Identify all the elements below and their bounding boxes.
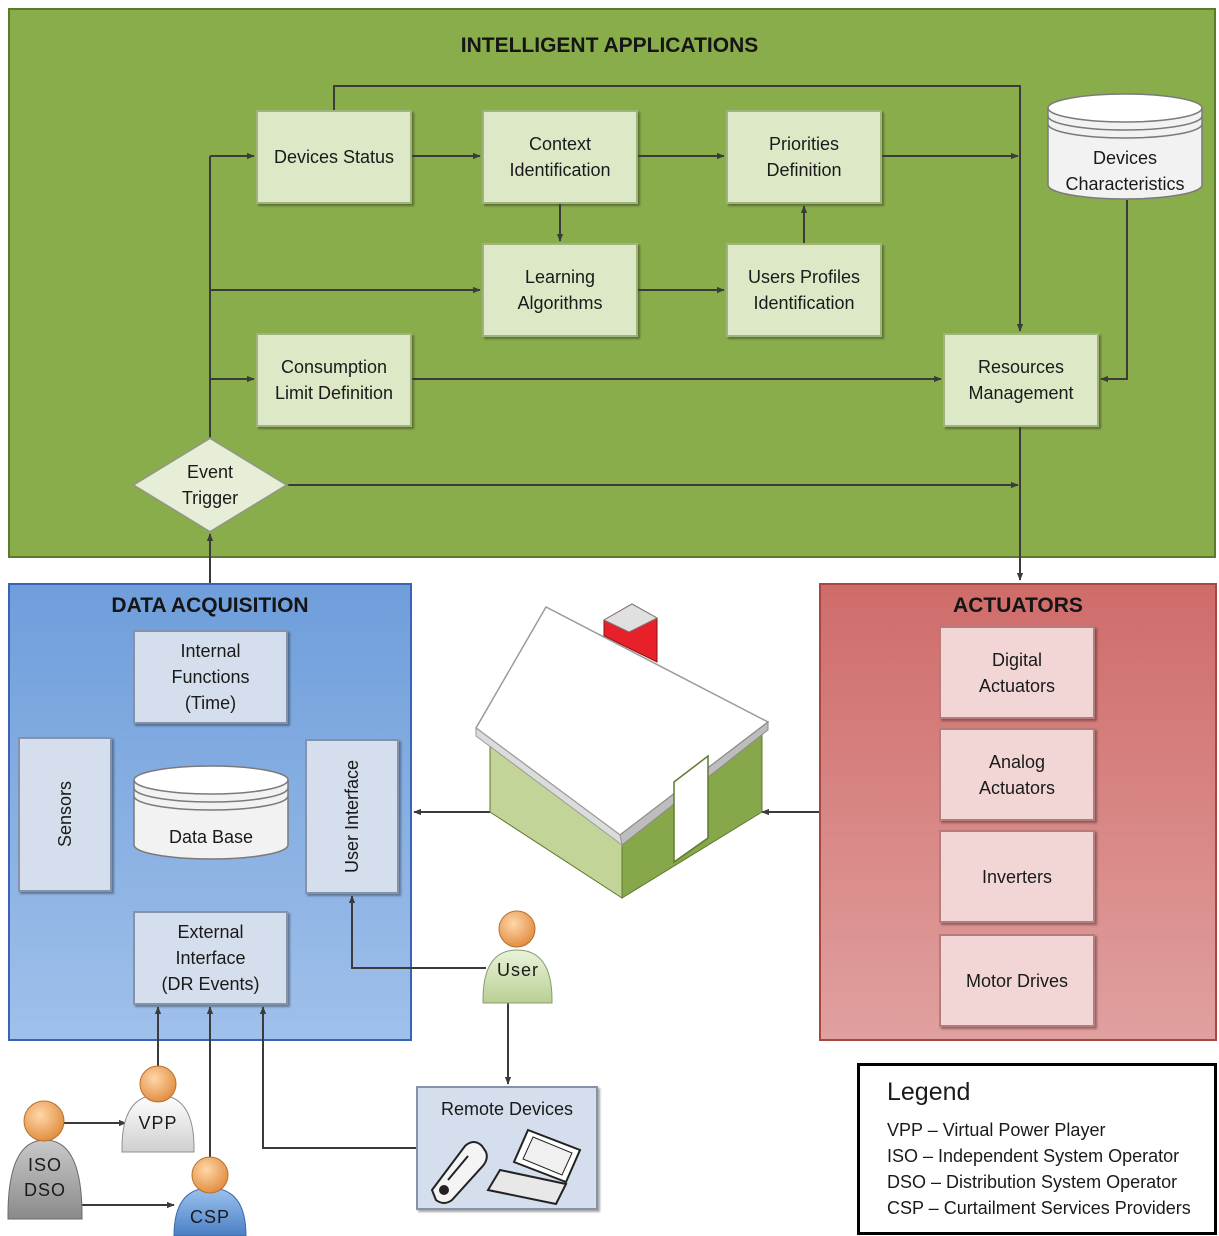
connector-lines	[52, 85, 1128, 1209]
analog-actuators-box: Analog Actuators	[939, 728, 1095, 821]
laptop-icon	[486, 1128, 582, 1206]
vpp-person-icon	[121, 1065, 195, 1153]
motor-drives-box: Motor Drives	[939, 934, 1095, 1027]
legend: Legend VPP – Virtual Power Player ISO – …	[857, 1063, 1217, 1235]
user-label: User	[496, 960, 539, 980]
devices-status-box: Devices Status	[256, 110, 412, 204]
legend-title: Legend	[887, 1078, 971, 1106]
data-base-label: Data Base	[169, 827, 253, 847]
mobile-phone-icon	[430, 1141, 488, 1204]
vpp-label: VPP	[138, 1113, 178, 1133]
database-icon	[1047, 93, 1203, 200]
internal-functions-box: Internal Functions (Time)	[133, 630, 288, 724]
priorities-definition-box: Priorities Definition	[726, 110, 882, 204]
house-icon	[475, 603, 770, 899]
legend-item-vpp: VPP – Virtual Power Player	[887, 1120, 1106, 1140]
devices-characteristics-line-2: Characteristics	[1065, 174, 1184, 194]
legend-item-iso: ISO – Independent System Operator	[887, 1146, 1180, 1166]
iso-dso-label: ISO DSO	[23, 1155, 66, 1200]
consumption-limit-definition-box: Consumption Limit Definition	[256, 333, 412, 427]
sensors-box: Sensors	[18, 737, 112, 892]
intelligent-applications-title: INTELLIGENT APPLICATIONS	[460, 34, 759, 57]
users-profiles-identification-box: Users Profiles Identification	[726, 243, 882, 337]
context-identification-box: Context Identification	[482, 110, 638, 204]
event-trigger-line-2: Trigger	[182, 488, 238, 508]
digital-actuators-box: Digital Actuators	[939, 626, 1095, 719]
event-trigger-diamond	[131, 436, 289, 534]
csp-person-icon	[173, 1156, 247, 1236]
resources-management-box: Resources Management	[943, 333, 1099, 427]
devices-characteristics-line-1: Devices	[1093, 148, 1157, 168]
database-icon	[133, 765, 289, 860]
actuators-title: ACTUATORS	[953, 594, 1083, 617]
csp-label: CSP	[189, 1207, 230, 1227]
legend-item-dso: DSO – Distribution System Operator	[887, 1172, 1178, 1192]
legend-item-csp: CSP – Curtailment Services Providers	[887, 1198, 1191, 1218]
iso-dso-person-icon	[7, 1100, 83, 1220]
data-acquisition-title: DATA ACQUISITION	[111, 594, 309, 617]
event-trigger-line-1: Event	[187, 462, 233, 482]
user-person-icon	[482, 910, 553, 1004]
learning-algorithms-box: Learning Algorithms	[482, 243, 638, 337]
external-interface-box: External Interface (DR Events)	[133, 911, 288, 1005]
user-interface-box: User Interface	[305, 739, 399, 894]
inverters-box: Inverters	[939, 830, 1095, 923]
remote-devices-label: Remote Devices	[440, 1099, 574, 1119]
